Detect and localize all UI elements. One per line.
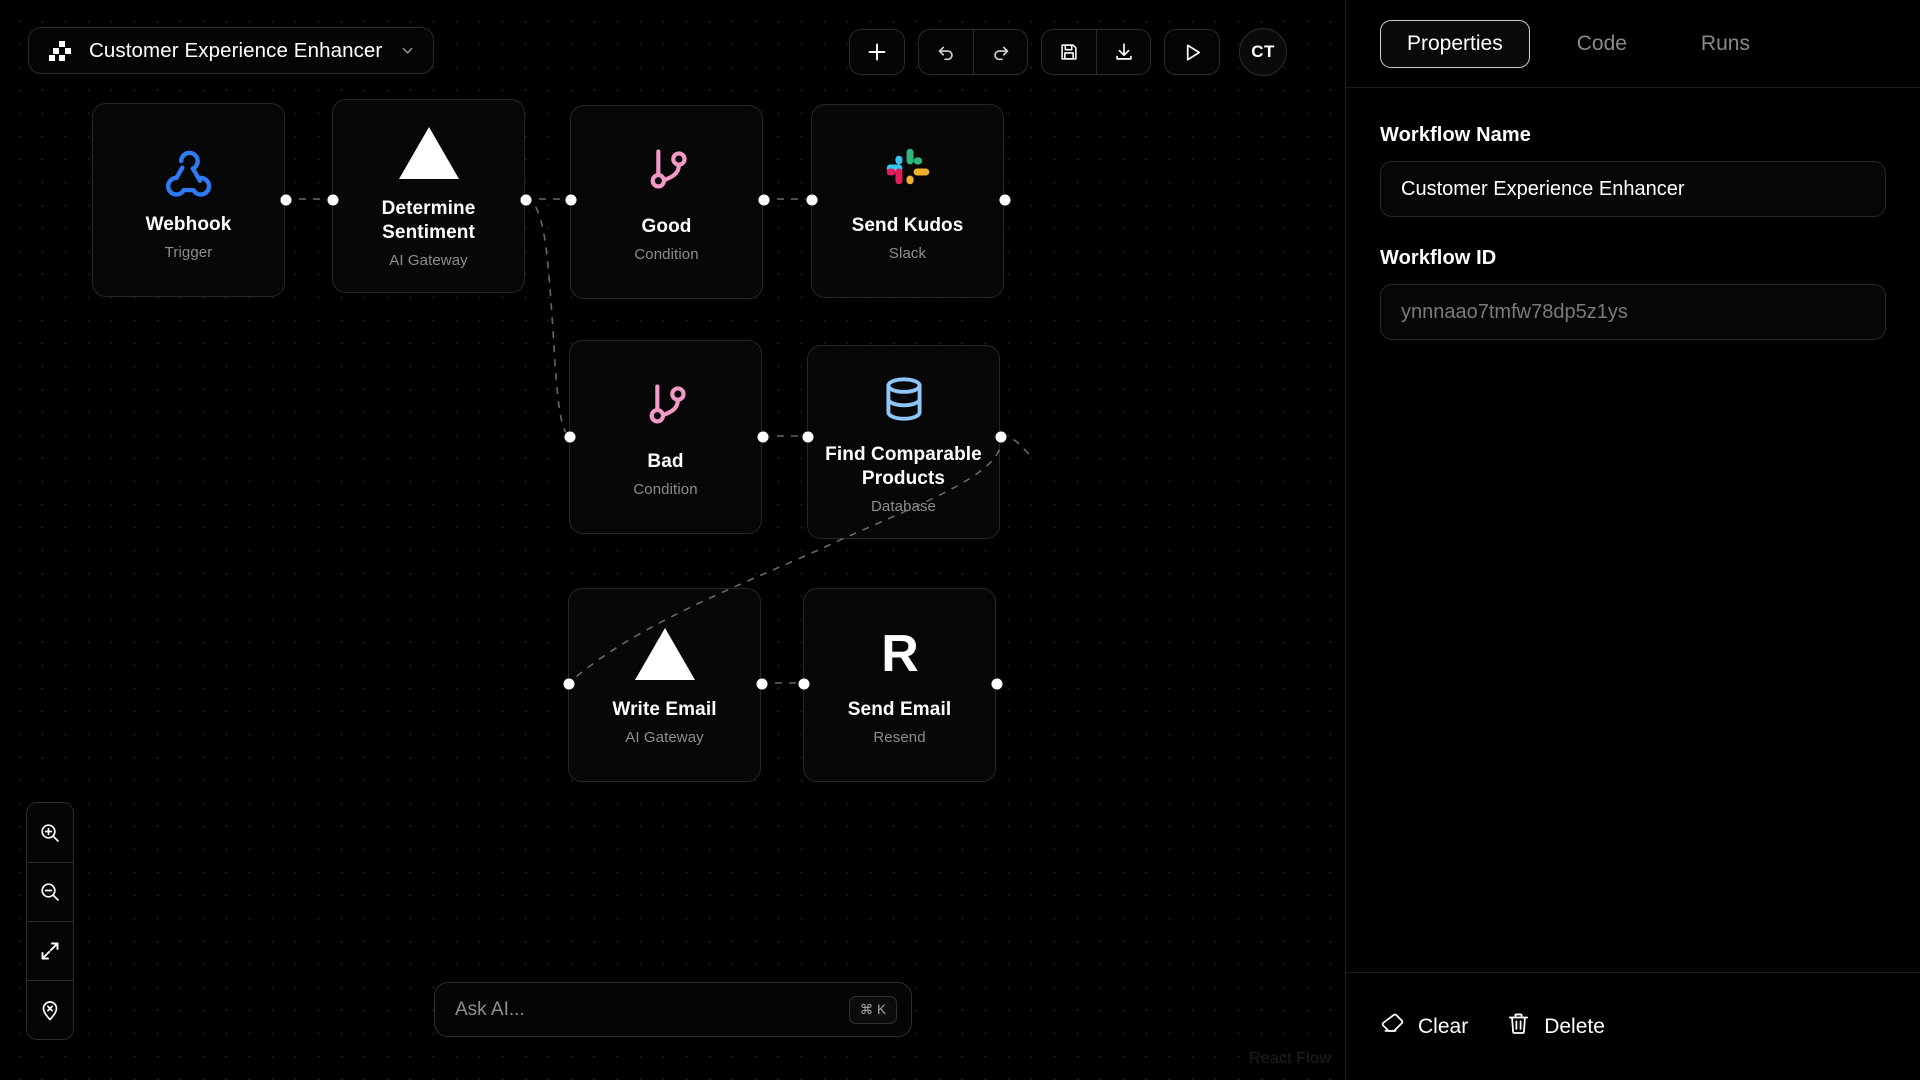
workflow-id-label: Workflow ID [1380,247,1497,269]
run-button[interactable] [1165,30,1219,74]
node-handle-source[interactable] [998,193,1012,207]
add-group [849,29,905,75]
node-send-kudos[interactable]: Send Kudos Slack [805,104,1012,298]
node-handle-target[interactable] [797,677,811,691]
git-branch-icon [640,376,692,436]
download-button[interactable] [1096,30,1150,74]
workflow-blocks-icon [49,40,75,61]
node-subtitle: Condition [633,480,698,498]
webhook-icon [161,139,216,199]
node-subtitle: Resend [873,728,926,746]
canvas-toolbar: CT [849,28,1287,76]
properties-panel: Properties Code Runs Workflow Name Workf… [1345,0,1920,1080]
node-subtitle: Slack [888,244,927,262]
node-title: Bad [647,451,684,473]
clear-label: Clear [1418,1014,1469,1038]
delete-button[interactable]: Delete [1506,1011,1605,1042]
node-handle-target[interactable] [562,677,576,691]
node-bad[interactable]: Bad Condition [563,340,770,534]
node-subtitle: Condition [634,245,699,263]
node-title: Good [641,216,692,238]
fit-view-button[interactable] [27,921,73,980]
workflow-id-input[interactable] [1380,284,1886,340]
zoom-out-button[interactable] [27,862,73,921]
save-button[interactable] [1042,30,1096,74]
ask-ai-bar[interactable]: ⌘ K [434,982,912,1037]
database-icon [878,369,930,429]
node-write-email[interactable]: Write Email AI Gateway [562,588,769,782]
panel-tab-bar: Properties Code Runs [1346,0,1920,88]
resend-r-icon: R [881,624,919,683]
chevron-down-icon [400,43,415,58]
workflow-name-label: Workflow Name [1380,124,1531,146]
node-handle-target[interactable] [564,193,578,207]
slack-icon [883,140,933,200]
node-title: Send Kudos [851,215,964,237]
node-good[interactable]: Good Condition [564,105,771,299]
node-handle-target[interactable] [801,430,815,444]
node-handle-target[interactable] [805,193,819,207]
node-determine-sentiment[interactable]: Determine Sentiment AI Gateway [326,99,533,293]
panel-footer: Clear Delete [1346,972,1920,1080]
edge-sentiment-bad [524,198,570,437]
workflow-canvas[interactable]: Customer Experience Enhancer [0,0,1345,1080]
tab-runs[interactable]: Runs [1674,20,1777,68]
workflow-name-input[interactable] [1380,161,1886,217]
eraser-icon [1380,1011,1405,1042]
node-find-comparable-products[interactable]: Find Comparable Products Database [801,345,1008,539]
file-group [1041,29,1151,75]
workflow-id-field: Workflow ID [1380,247,1886,340]
node-subtitle: AI Gateway [389,251,468,269]
panel-body: Workflow Name Workflow ID [1346,88,1920,972]
node-handle-source[interactable] [279,193,293,207]
node-subtitle: AI Gateway [625,728,704,746]
node-subtitle: Database [870,497,936,515]
node-handle-target[interactable] [326,193,340,207]
run-group [1164,29,1220,75]
node-title: Determine Sentiment [381,198,476,243]
vercel-triangle-icon [398,123,459,183]
node-handle-source[interactable] [755,677,769,691]
canvas-controls [26,802,74,1040]
zoom-in-button[interactable] [27,803,73,862]
node-webhook[interactable]: Webhook Trigger [92,103,293,297]
clear-button[interactable]: Clear [1380,1011,1468,1042]
trash-icon [1506,1011,1531,1042]
git-branch-icon [641,141,693,201]
node-handle-source[interactable] [519,193,533,207]
node-title: Write Email [612,699,717,721]
node-handle-source[interactable] [757,193,771,207]
node-send-email[interactable]: R Send Email Resend [797,588,1004,782]
undo-button[interactable] [919,30,973,74]
tab-properties[interactable]: Properties [1380,19,1530,68]
ask-ai-input[interactable] [455,998,849,1021]
workflow-name-label: Customer Experience Enhancer [89,38,383,62]
node-handle-source[interactable] [990,677,1004,691]
vercel-triangle-icon [634,624,695,684]
node-title: Webhook [145,214,232,236]
node-handle-source[interactable] [994,430,1008,444]
node-handle-source[interactable] [756,430,770,444]
node-title: Send Email [847,699,952,721]
redo-button[interactable] [973,30,1027,74]
toggle-interactivity-button[interactable] [27,980,73,1039]
add-node-button[interactable] [850,30,904,74]
history-group [918,29,1028,75]
workflow-name-field: Workflow Name [1380,124,1886,217]
user-avatar[interactable]: CT [1239,28,1287,76]
tab-code[interactable]: Code [1550,20,1654,68]
node-subtitle: Trigger [164,243,213,261]
delete-label: Delete [1544,1014,1605,1038]
node-title: Find Comparable Products [825,444,982,489]
workflow-selector[interactable]: Customer Experience Enhancer [28,27,435,74]
ask-ai-shortcut-badge: ⌘ K [848,995,897,1024]
react-flow-attribution[interactable]: React Flow [1248,1050,1331,1067]
node-handle-target[interactable] [563,430,577,444]
